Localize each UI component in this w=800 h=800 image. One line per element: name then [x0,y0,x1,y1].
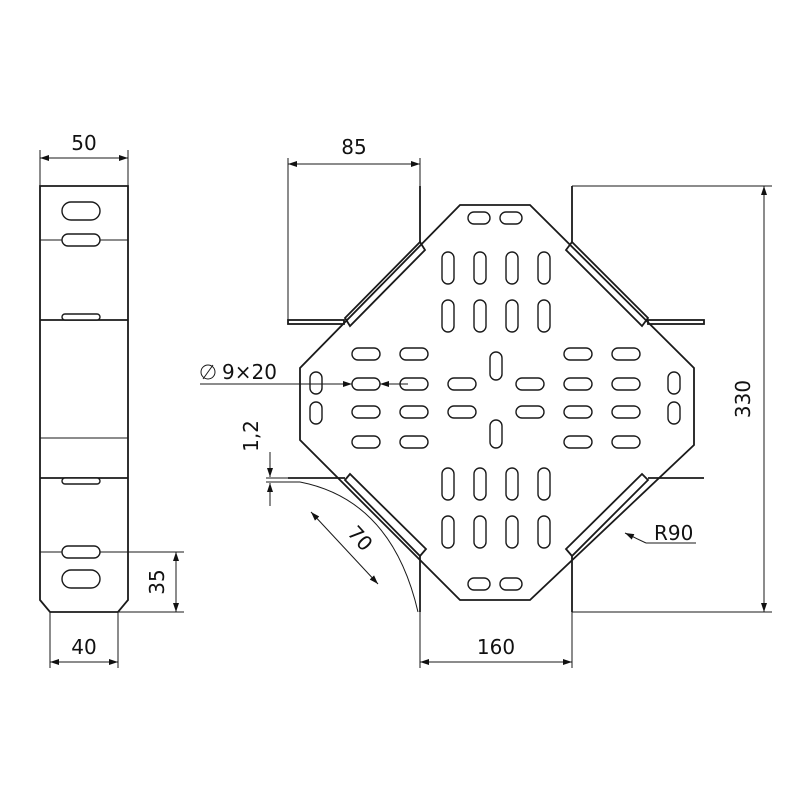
side-view-slot [61,233,101,247]
dim-arm-width: 85 [287,135,421,320]
slot [499,211,523,225]
slot [611,435,641,449]
dim-label-arm-length: 70 [343,521,378,556]
dim-label-arm-span: 160 [477,635,515,659]
dim-label-hole-size: 9×20 [222,360,277,384]
slot [515,405,545,419]
slot [467,211,491,225]
dim-overall-height: 330 [572,185,772,613]
slot [489,351,503,381]
dim-flange-height: 35 [118,551,184,613]
mounting-tab [647,319,705,325]
corner-fold-plate [564,472,650,558]
dim-side-base: 40 [49,612,119,668]
slot [441,299,455,333]
dim-radius: R90 [624,521,696,545]
slot [309,371,323,395]
slot [611,377,641,391]
slot [441,251,455,285]
slot [537,299,551,333]
side-view-slot [61,569,101,589]
slot [563,405,593,419]
mounting-tab [287,319,345,325]
slot [563,377,593,391]
slot [489,419,503,449]
side-view-slot [61,201,101,221]
slot [351,347,381,361]
slot [505,467,519,501]
cross-tray-outline [299,204,695,601]
dim-label-flange-height: 35 [145,569,169,594]
cross-tray-plan [287,186,705,612]
slot [537,467,551,501]
side-view [39,185,129,613]
diameter-icon [202,364,214,380]
dim-label-radius: R90 [654,521,693,545]
slot [473,299,487,333]
corner-fold-plate [343,240,427,328]
dim-label-side-width: 50 [71,131,96,155]
dim-thickness: 1,2 [239,420,345,506]
dim-arm-length: 70 [299,481,419,613]
slot [563,347,593,361]
slot [473,515,487,549]
corner-fold-plate [564,240,650,328]
slot [447,377,477,391]
slot [537,251,551,285]
dim-hole-size: 9×20 [200,360,408,387]
dim-arm-span: 160 [419,612,573,668]
slot [611,347,641,361]
slot [351,435,381,449]
slot [563,435,593,449]
slot [309,401,323,425]
slot [441,467,455,501]
slot [399,347,429,361]
dim-label-thickness: 1,2 [239,420,263,452]
slot [399,435,429,449]
dim-label-side-base: 40 [71,635,96,659]
slot [505,515,519,549]
corner-fold-plate [343,472,428,558]
dim-side-width: 50 [39,131,129,186]
side-view-slot [61,313,101,321]
slot [399,405,429,419]
slot [441,515,455,549]
slot [499,577,523,591]
slot [505,299,519,333]
side-view-slot [61,477,101,485]
slot [667,401,681,425]
slot [667,371,681,395]
slot [505,251,519,285]
slot [473,467,487,501]
dim-label-overall-height: 330 [731,380,755,418]
slot [351,377,381,391]
slot [611,405,641,419]
diameter-icon [200,364,216,380]
slot [467,577,491,591]
dim-label-arm-width: 85 [341,135,366,159]
side-view-slot [61,545,101,559]
slot [537,515,551,549]
slot [351,405,381,419]
slot [447,405,477,419]
slot [473,251,487,285]
slot [515,377,545,391]
